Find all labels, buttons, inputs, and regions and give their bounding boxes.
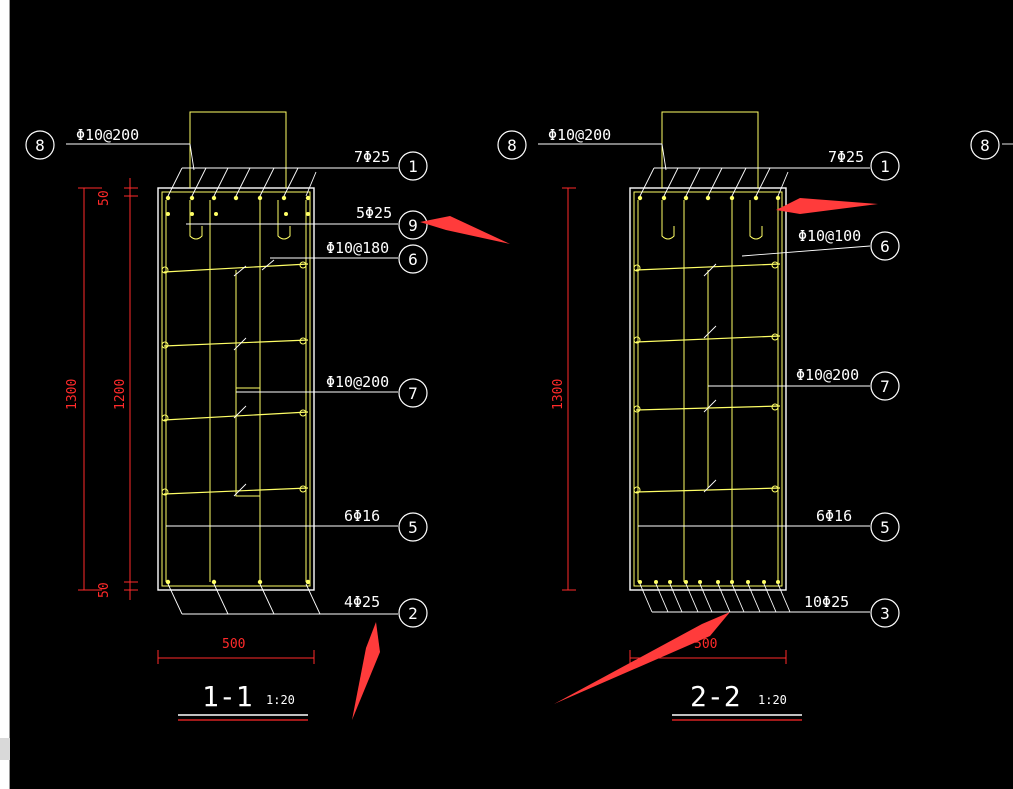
label-stirrup-7: Φ10@200 — [326, 373, 389, 391]
bottom-leader-slashes — [167, 583, 398, 615]
arrow-to-tag-9 — [420, 216, 510, 244]
dim-total: 1300 — [551, 379, 566, 410]
tag-7: 7 — [408, 384, 418, 403]
partial-section-tag: 8 — [970, 130, 1013, 160]
annotation-arrows — [352, 198, 878, 720]
u-hook-right — [277, 200, 291, 240]
label-stirrup-6: Φ10@100 — [798, 227, 861, 245]
top-leader-slashes — [639, 167, 870, 197]
tag-5: 5 — [880, 518, 890, 537]
section-cover-line — [633, 191, 783, 587]
dim-bottom: 50 — [97, 582, 112, 598]
section-outline — [157, 187, 315, 591]
tag-8: 8 — [507, 136, 517, 155]
dim-width: 500 — [694, 637, 717, 652]
label-stirrup-top: Φ10@200 — [76, 126, 139, 144]
panel-border — [9, 0, 10, 789]
tag-6: 6 — [408, 250, 418, 269]
stirrup-hooks — [633, 261, 779, 494]
column-stub — [189, 111, 287, 188]
tag-6: 6 — [880, 237, 890, 256]
section-title: 2-2 — [690, 680, 741, 713]
u-hook-left — [189, 200, 203, 240]
label-stirrup-7: Φ10@200 — [796, 366, 859, 384]
label-bar-bottom: 4Φ25 — [344, 593, 380, 611]
section-title: 1-1 — [202, 680, 253, 713]
arrow-to-bottom-bars — [352, 622, 380, 720]
section-scale: 1:20 — [758, 693, 787, 707]
tag-8: 8 — [35, 136, 45, 155]
tag-9: 9 — [408, 216, 418, 235]
section-outline — [629, 187, 787, 591]
dim-width: 500 — [222, 637, 245, 652]
top-leader-slashes — [167, 167, 398, 197]
u-hook-left — [661, 200, 675, 240]
hatch-ticks — [233, 259, 275, 497]
tag-circles — [25, 130, 428, 628]
dim-mid: 1200 — [113, 379, 128, 410]
tag-circles — [497, 130, 900, 628]
section-scale: 1:20 — [266, 693, 295, 707]
top-bars — [165, 195, 311, 585]
leader-lines — [538, 143, 871, 527]
vertical-dimensions — [78, 178, 138, 600]
cad-drawing-canvas[interactable]: Φ10@200 7Φ25 5Φ25 Φ10@180 Φ10@200 6Φ16 4… — [10, 0, 1013, 789]
stirrup-hooks — [161, 261, 307, 496]
tag-7: 7 — [880, 377, 890, 396]
leader-lines — [66, 143, 398, 527]
label-stirrup-top: Φ10@200 — [548, 126, 611, 144]
left-panel-edge — [0, 0, 10, 789]
label-bar-top: 7Φ25 — [828, 148, 864, 166]
label-bar-bottom: 10Φ25 — [804, 593, 849, 611]
width-dimension — [157, 650, 315, 664]
column-stub — [661, 111, 759, 188]
dim-top: 50 — [97, 190, 112, 206]
arrow-to-top-bars — [776, 198, 878, 214]
u-hook-right — [749, 200, 763, 240]
vertical-dimensions — [562, 187, 576, 591]
tag-1: 1 — [408, 157, 418, 176]
tag-2: 2 — [408, 604, 418, 623]
tag-5: 5 — [408, 518, 418, 537]
tag-8: 8 — [980, 136, 990, 155]
top-bars — [637, 195, 781, 584]
section-2-2: Φ10@200 7Φ25 Φ10@100 Φ10@200 6Φ16 10Φ25 … — [497, 111, 900, 721]
section-1-1: Φ10@200 7Φ25 5Φ25 Φ10@180 Φ10@200 6Φ16 4… — [25, 111, 428, 721]
dim-total: 1300 — [65, 379, 80, 410]
hatch-ticks — [703, 263, 717, 493]
label-bar-side: 6Φ16 — [344, 507, 380, 525]
inner-tie — [235, 270, 260, 497]
stirrups — [163, 263, 309, 495]
tag-circle — [970, 130, 1000, 160]
label-bar-side: 6Φ16 — [816, 507, 852, 525]
tag-3: 3 — [880, 604, 890, 623]
arrow-to-bottom-bars-2 — [554, 612, 730, 704]
panel-scrollbar[interactable] — [0, 738, 10, 760]
section-cover-line — [161, 191, 311, 587]
label-bar-9: 5Φ25 — [356, 204, 392, 222]
label-bar-top: 7Φ25 — [354, 148, 390, 166]
label-stirrup-6: Φ10@180 — [326, 239, 389, 257]
tag-1: 1 — [880, 157, 890, 176]
bottom-leader-slashes — [639, 583, 870, 613]
